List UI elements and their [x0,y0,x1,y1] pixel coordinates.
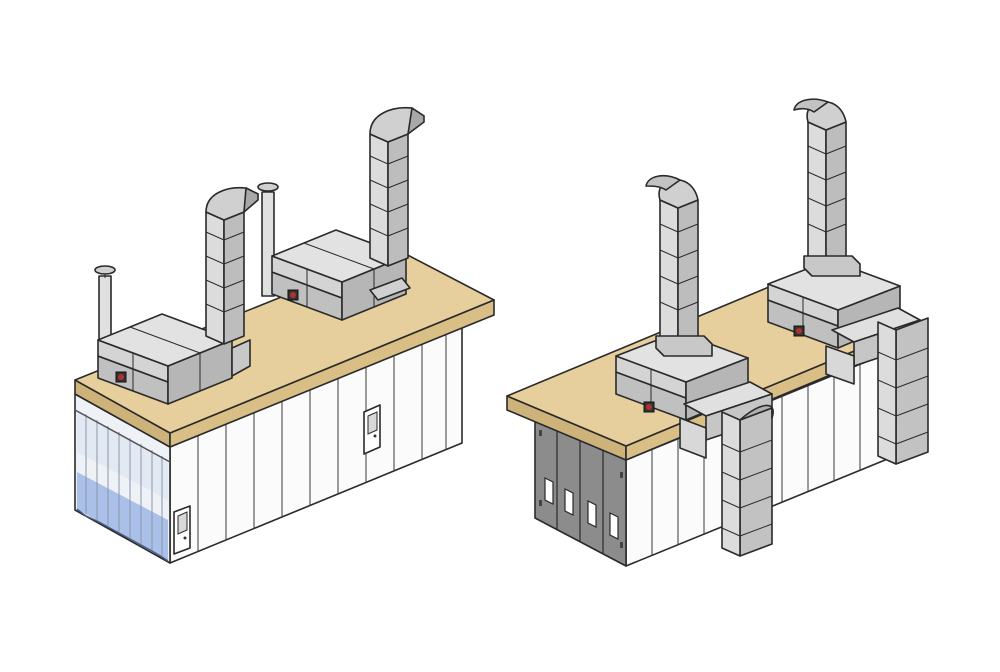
left-booth-air-unit-1 [97,313,251,405]
left-booth-curtain-rail [74,409,171,463]
right-booth-return-duct-2 [825,307,929,465]
left-booth-curtain-folds [85,414,163,556]
left-booth-exhaust-stack-2 [257,182,279,297]
left-booth [74,106,495,564]
right-booth-door-hinges [539,430,623,548]
right-booth-end-door-seams [556,424,604,554]
right-booth-exhaust-duct-2 [793,98,861,277]
left-booth-curtain-clear [77,410,168,500]
left-booth-side-door [363,404,381,455]
left-booth-curtain-hem [76,508,169,562]
right-booth-end-door-windows [544,477,619,540]
left-booth-air-unit-2 [271,229,411,321]
left-booth-exhaust-duct-1 [205,186,259,345]
right-booth [506,98,929,567]
left-booth-exhaust-duct-2 [369,106,425,267]
right-booth-exhaust-duct-1 [645,174,713,357]
right-booth-return-duct-1 [679,381,774,557]
left-booth-curtain-blue [77,472,168,561]
left-booth-corner-door [173,505,191,555]
